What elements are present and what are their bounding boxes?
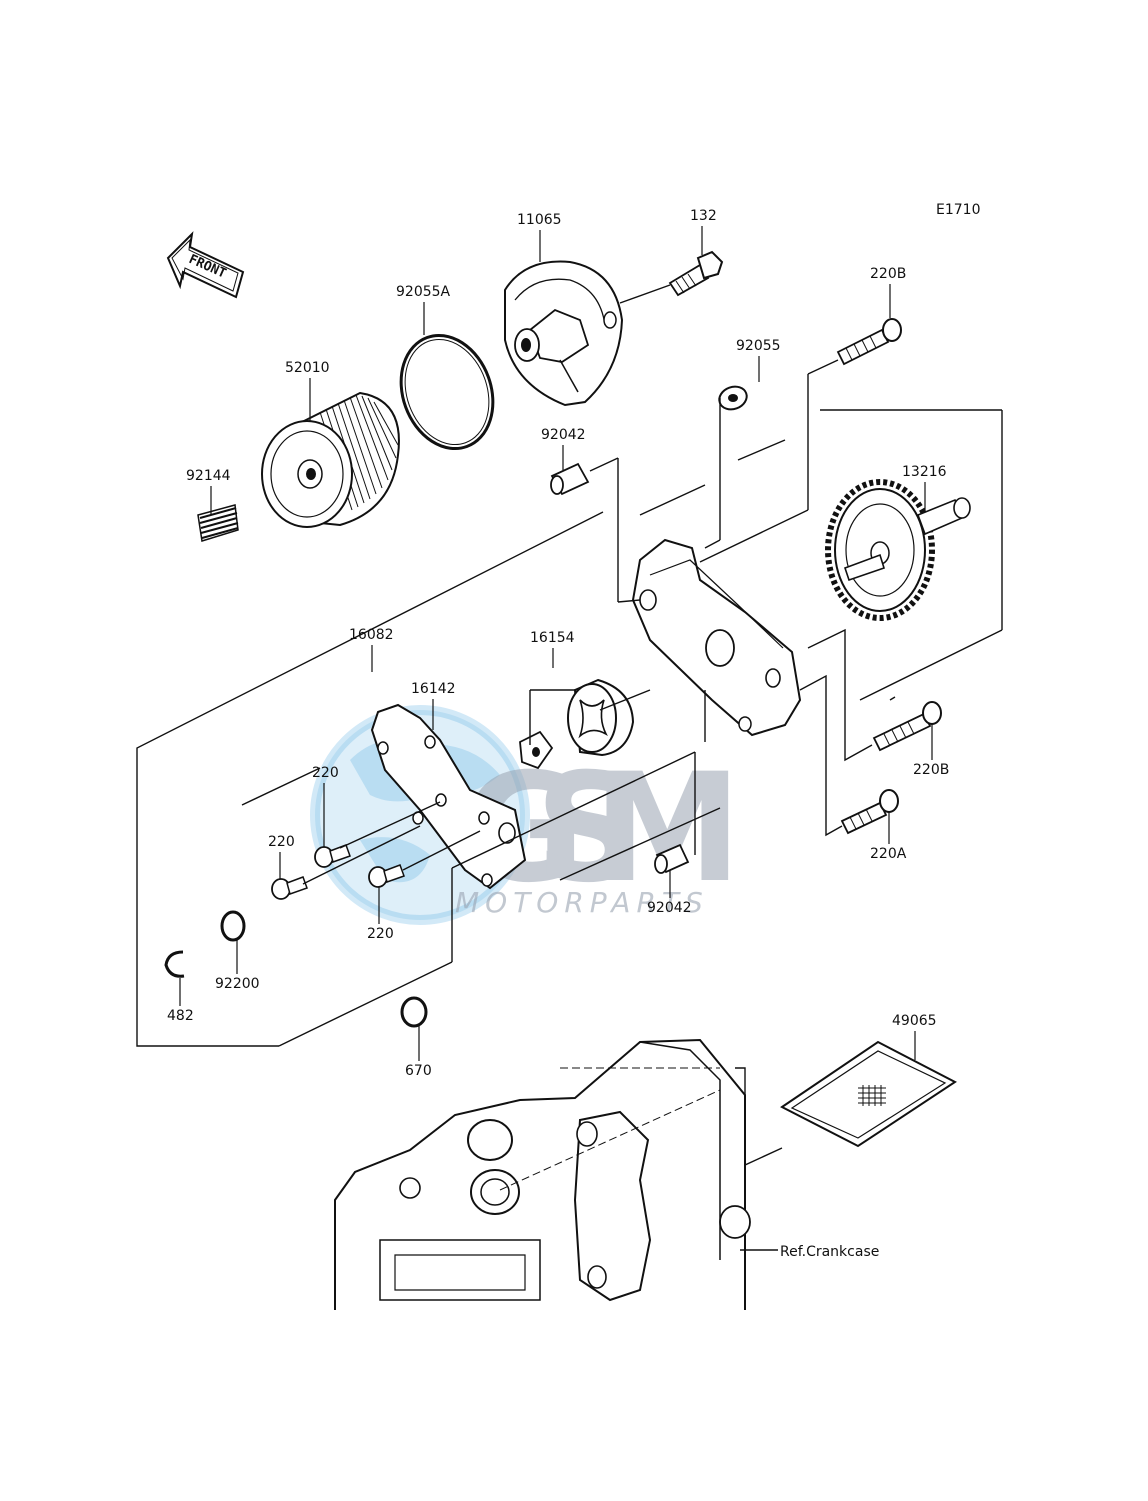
- washer-92055: [718, 385, 748, 411]
- label-670: 670: [405, 1063, 432, 1079]
- label-92200: 92200: [215, 976, 260, 992]
- label-92055: 92055: [736, 338, 781, 354]
- pump-cover-plate-16142: [370, 703, 527, 890]
- washer-92200: [220, 910, 246, 942]
- bolt-220B-top: [836, 318, 902, 366]
- diagram-code: E1710: [936, 202, 980, 218]
- dowel-pin-92042-bottom: [654, 843, 690, 874]
- pump-gear-13216: [825, 479, 971, 621]
- label-52010: 52010: [285, 360, 330, 376]
- label-16142: 16142: [411, 681, 456, 697]
- watermark-sub-text: MOTORPARTS: [455, 886, 709, 919]
- label-16154: 16154: [530, 630, 575, 646]
- dowel-pin-92042-top: [550, 462, 590, 496]
- label-49065: 49065: [892, 1013, 937, 1029]
- label-92042-bottom: 92042: [647, 900, 692, 916]
- rotor-set-16154: [519, 678, 635, 770]
- label-132: 132: [690, 208, 717, 224]
- o-ring-670: [400, 996, 428, 1028]
- label-482: 482: [167, 1008, 194, 1024]
- label-ref-crankcase: Ref.Crankcase: [780, 1244, 879, 1260]
- bolt-220B-bottom: [872, 701, 942, 752]
- label-220A: 220A: [870, 846, 907, 862]
- crankcase-section: [334, 1038, 751, 1310]
- front-direction-arrow: FRONT: [166, 231, 245, 299]
- label-92042-top: 92042: [541, 427, 586, 443]
- circlip-482: [164, 950, 185, 978]
- spring-92144: [197, 504, 239, 542]
- screw-220-a: [314, 844, 351, 868]
- pump-body: [631, 538, 802, 737]
- filter-cover-11065: [504, 260, 624, 407]
- label-220B-bottom: 220B: [913, 762, 949, 778]
- part-labels: 11065 132 92055A 52010 92144 92055 220B …: [167, 208, 949, 1260]
- label-11065: 11065: [517, 212, 562, 228]
- label-220-c: 220: [367, 926, 394, 942]
- label-92144: 92144: [186, 468, 231, 484]
- label-92055A: 92055A: [396, 284, 451, 300]
- label-16082: 16082: [349, 627, 394, 643]
- bolt-132: [668, 250, 724, 297]
- label-220-b: 220: [268, 834, 295, 850]
- o-ring-92055A: [399, 333, 495, 451]
- oil-filter-52010: [261, 391, 400, 528]
- screw-220-c: [368, 864, 405, 888]
- label-220-a: 220: [312, 765, 339, 781]
- screw-220-b: [271, 876, 308, 900]
- label-220B-top: 220B: [870, 266, 906, 282]
- label-13216: 13216: [902, 464, 947, 480]
- leader-lines: [136, 284, 1003, 1251]
- bolt-220A: [840, 789, 899, 835]
- oil-strainer-49065: [780, 1040, 957, 1148]
